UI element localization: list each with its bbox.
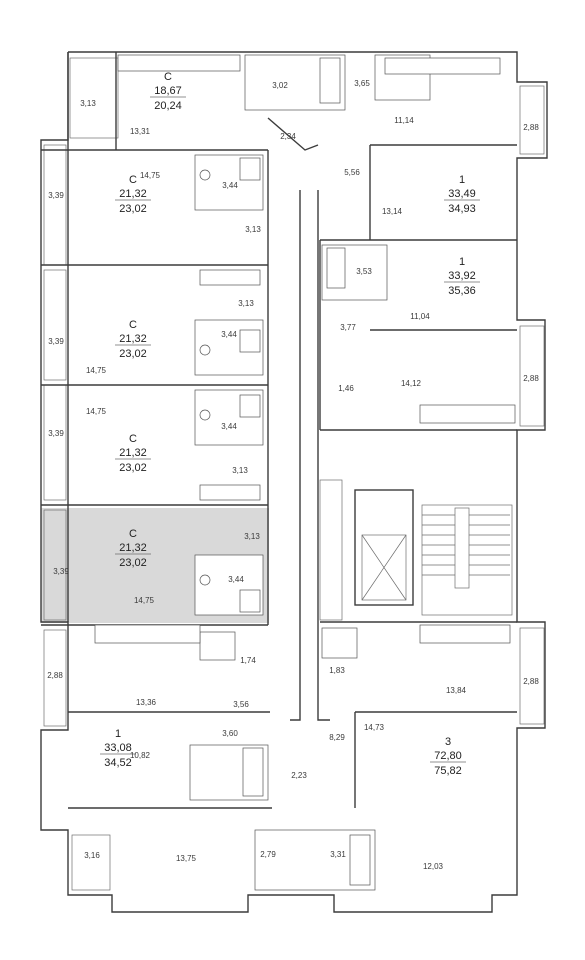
room-area: 3,44 (221, 330, 237, 339)
room-area: 5,56 (344, 168, 360, 177)
room-area: 14,73 (364, 723, 385, 732)
room-area: 2,88 (47, 671, 63, 680)
apartment-0-living: 18,67 (154, 85, 182, 97)
room-area: 3,60 (222, 729, 238, 738)
room-area: 3,39 (48, 429, 64, 438)
apartment-3-living: 21,32 (119, 447, 147, 459)
corridor (267, 117, 330, 721)
apartment-2-living: 21,32 (119, 333, 147, 345)
apartment-7-total: 34,52 (104, 757, 132, 769)
apartment-6-living: 33,92 (448, 270, 476, 282)
apartment-6-total: 35,36 (448, 285, 476, 297)
room-area: 3,39 (53, 567, 69, 576)
room-area: 14,75 (86, 407, 107, 416)
room-area: 2,88 (523, 677, 539, 686)
apartment-0-type: С (164, 71, 172, 83)
room-area: 3,13 (244, 532, 260, 541)
apartment-4-total: 23,02 (119, 557, 147, 569)
room-area: 3,56 (233, 700, 249, 709)
room-area: 3,13 (232, 466, 248, 475)
room-area: 3,13 (245, 225, 261, 234)
room-area: 3,31 (330, 850, 346, 859)
room-area: 3,39 (48, 337, 64, 346)
room-area: 13,75 (176, 854, 197, 863)
room-area: 1,74 (240, 656, 256, 665)
room-area: 11,14 (394, 116, 414, 125)
room-area: 14,75 (140, 171, 161, 180)
apartment-labels: С 18,67 20,24 С 21,32 23,02 С 21,32 23,0… (100, 71, 480, 777)
apartment-8-type: 3 (445, 736, 451, 748)
room-area: 3,44 (221, 422, 237, 431)
apartment-2-total: 23,02 (119, 348, 147, 360)
room-area: 13,14 (382, 207, 403, 216)
bathroom-fixtures (189, 54, 431, 891)
room-area: 2,79 (260, 850, 276, 859)
room-area: 3,13 (80, 99, 96, 108)
apartment-4-living: 21,32 (119, 542, 147, 554)
room-area: 3,02 (272, 81, 288, 90)
apartment-1-living: 21,32 (119, 188, 147, 200)
apartment-8-total: 75,82 (434, 765, 462, 777)
room-area: 2,23 (291, 771, 307, 780)
apartment-1-total: 23,02 (119, 203, 147, 215)
room-area: 12,03 (423, 862, 444, 871)
room-area: 14,75 (134, 596, 155, 605)
room-area: 3,44 (228, 575, 244, 584)
room-area: 3,16 (84, 851, 100, 860)
stair-treads (422, 514, 510, 576)
elevator-stair-core (319, 479, 513, 621)
room-area: 3,77 (340, 323, 356, 332)
room-area: 3,65 (354, 79, 370, 88)
apartment-3-total: 23,02 (119, 462, 147, 474)
apartment-8-living: 72,80 (434, 750, 462, 762)
room-area: 11,04 (410, 312, 430, 321)
apartment-2-type: С (129, 319, 137, 331)
room-area: 2,88 (523, 123, 539, 132)
apartment-5-total: 34,93 (448, 203, 476, 215)
room-area: 10,82 (130, 751, 151, 760)
apartment-0-total: 20,24 (154, 100, 182, 112)
apartment-3-type: С (129, 433, 137, 445)
apartment-7-type: 1 (115, 728, 121, 740)
room-area: 3,13 (238, 299, 254, 308)
apartment-5-living: 33,49 (448, 188, 476, 200)
room-area: 2,88 (523, 374, 539, 383)
right-apartment-walls (319, 144, 517, 808)
room-area: 8,29 (329, 733, 345, 742)
room-area: 1,83 (329, 666, 345, 675)
room-area: 3,53 (356, 267, 372, 276)
room-area: 13,31 (130, 127, 151, 136)
room-area: 13,84 (446, 686, 467, 695)
apartment-7-living: 33,08 (104, 742, 132, 754)
room-area: 14,12 (401, 379, 422, 388)
building-outline (40, 51, 548, 913)
apartment-1-type: С (129, 174, 137, 186)
room-area: 2,34 (280, 132, 296, 141)
room-area: 3,39 (48, 191, 64, 200)
apartment-5-type: 1 (459, 174, 465, 186)
apartment-6-type: 1 (459, 256, 465, 268)
kitchen-counters (94, 54, 516, 644)
apartment-4-type: С (129, 528, 137, 540)
room-area: 3,44 (222, 181, 238, 190)
room-area: 14,75 (86, 366, 107, 375)
room-area: 1,46 (338, 384, 354, 393)
room-area: 13,36 (136, 698, 157, 707)
room-area-labels: 3,13 13,31 3,02 2,34 3,65 11,14 2,88 5,5… (47, 79, 539, 871)
